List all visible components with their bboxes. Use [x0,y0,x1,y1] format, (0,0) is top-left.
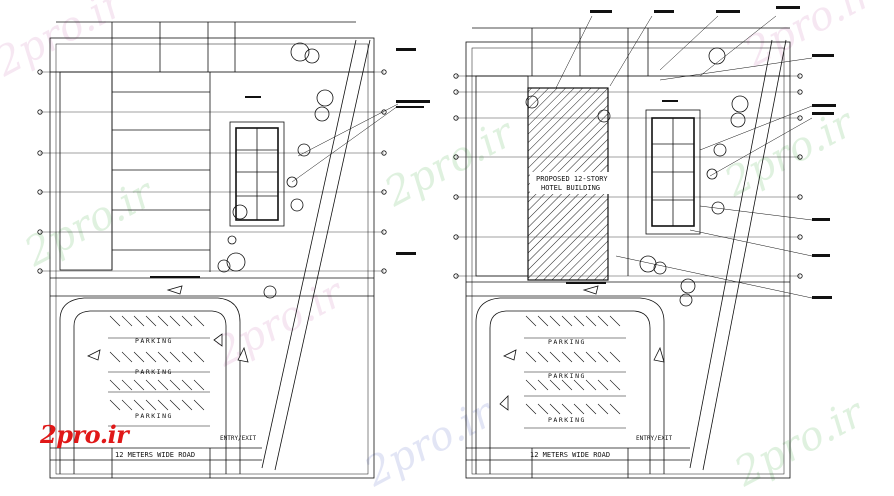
annotation-marks [150,6,836,299]
right-parking-label-2: PARKING [548,372,586,380]
right-entry-label: ENTRY/EXIT [636,435,673,442]
left-parking-stalls [108,315,210,427]
right-parking-driveway [475,297,665,474]
left-site-boundary [49,37,375,479]
hotel-label-line-1: PROPOSED 12-STORY [536,175,608,183]
site-plan-drawing: PARKING PARKING PARKING 12 METERS WIDE R… [37,6,836,479]
left-parking-driveway [59,297,241,474]
right-building-outline [645,109,701,235]
right-road-label: 12 METERS WIDE ROAD [530,451,610,459]
right-parking-label-1: PARKING [548,338,586,346]
right-parking-stalls [524,315,626,429]
left-parking-label-3: PARKING [135,412,173,420]
right-leader-lines [555,15,813,299]
right-parking-label-3: PARKING [548,416,586,424]
left-grid-lines [37,69,387,274]
left-road-label: 12 METERS WIDE ROAD [115,451,195,459]
left-parking-label-1: PARKING [135,337,173,345]
left-parking-label-2: PARKING [135,368,173,376]
left-plan [37,21,399,479]
left-building-outline [229,121,285,227]
left-entry-label: ENTRY/EXIT [220,435,257,442]
right-trees [525,47,749,307]
site-logo: 2pro.ir [40,420,129,449]
right-plan [453,15,813,479]
hotel-label-line-2: HOTEL BUILDING [541,184,600,192]
